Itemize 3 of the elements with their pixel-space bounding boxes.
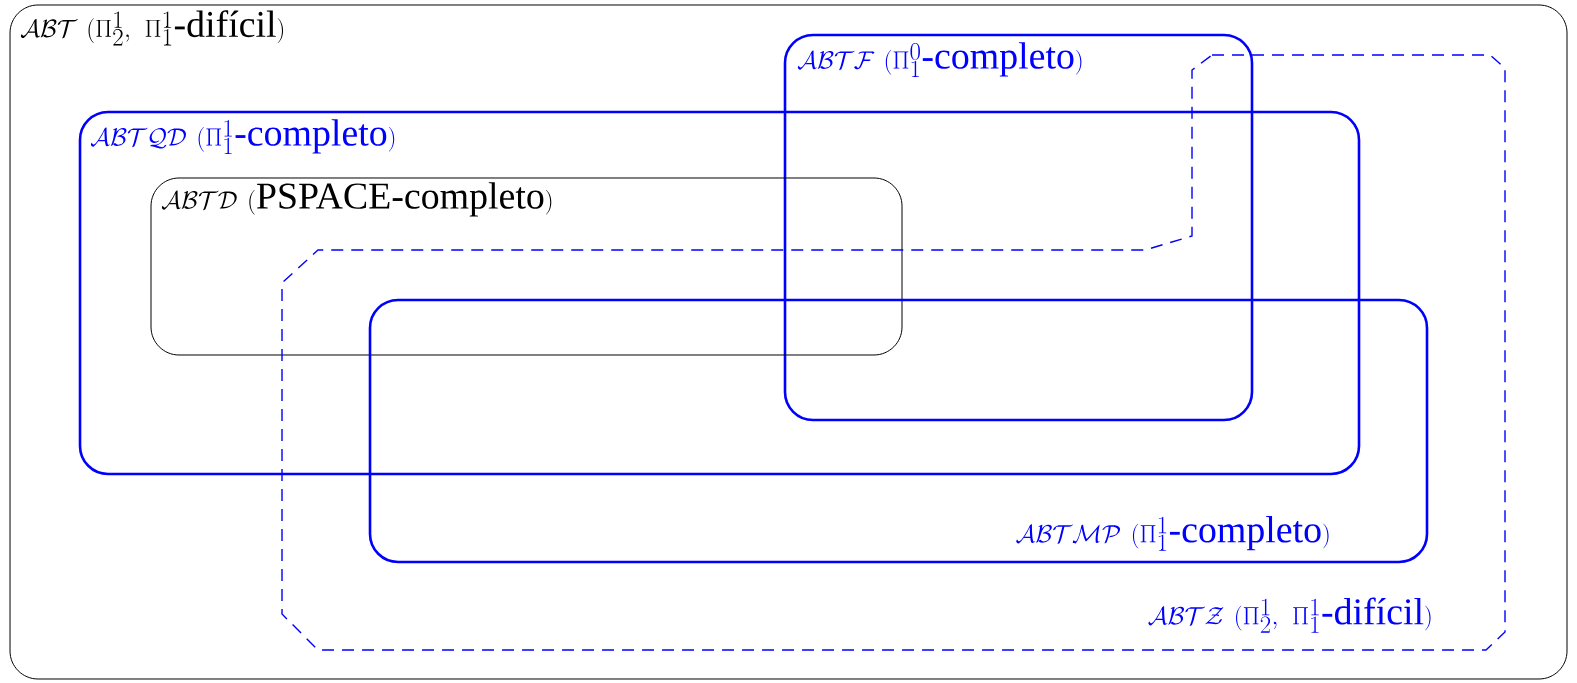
set-box: $\mathcal{ABTD}\ (\mbox{PSPACE-completo})$ — [150, 177, 903, 356]
set-box: $\mathcal{ABTF}\ (\Pi^0_1\mbox{-completo})$ — [783, 33, 1254, 422]
set-box: $\mathcal{ABTMP}\ (\Pi^1_1\mbox{-completo})$ — [368, 298, 1429, 564]
